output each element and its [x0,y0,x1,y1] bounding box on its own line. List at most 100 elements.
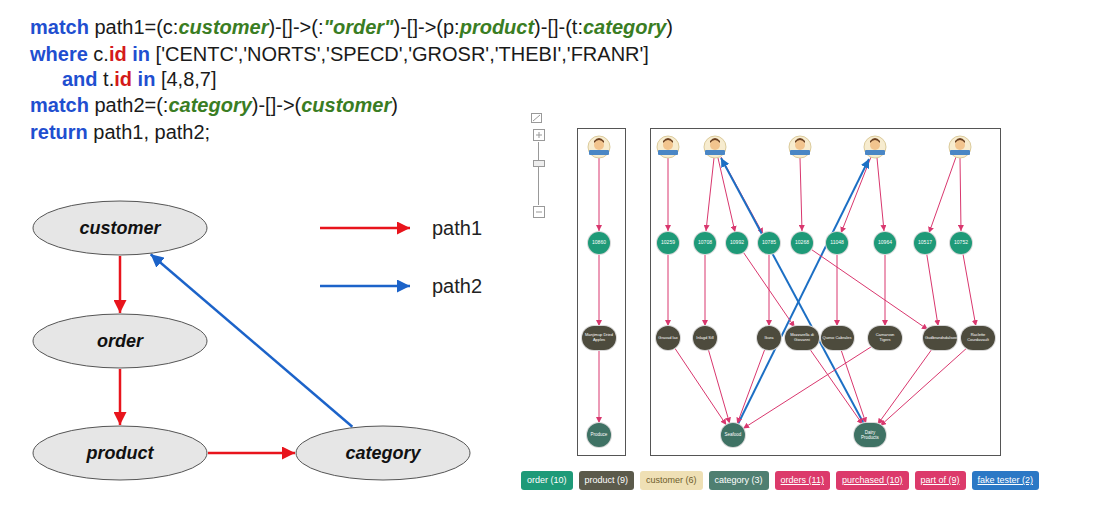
legend-label: category (3) [715,475,763,485]
node-texts: Seafood [725,432,742,437]
order-node: 10752 [950,232,972,254]
code-token: match [30,16,89,38]
node-label: 10785 [762,240,776,246]
relationship-arrow [885,254,886,326]
code-token: ) [391,94,398,116]
relationship-arrow [737,349,765,424]
code-token: "order" [323,16,393,38]
node-label: 10752 [954,240,968,246]
category-node: Seafood [721,423,745,447]
node-texts: 10860 [592,240,606,246]
relationship-arrow [769,254,770,326]
legend-swatch: product (9) [579,471,635,490]
relationship-arrow [837,254,838,326]
code-token: ) [666,16,673,38]
query-line: where c.id in ['CENTC','NORTS','SPECD','… [30,42,649,66]
node-label: 10268 [795,240,809,246]
node-texts: 10268 [795,240,809,246]
relationship-arrow [810,349,863,425]
node-label: Produce [591,432,608,437]
node-label: Mozzarella di Giovanni [787,333,817,342]
code-token: category [168,94,251,116]
relationship-arrow [963,254,976,326]
node-texts: Ikura [765,336,774,341]
order-node: 10992 [726,232,748,254]
node-texts: 11048 [830,240,844,246]
code-token: )-[]->(p: [394,16,460,38]
order-node: 10785 [758,232,780,254]
legend-label: part of (9) [921,475,960,485]
product-node: Carnarvon Tigers [868,326,902,350]
legend-label: path1 [432,214,482,242]
order-node: 10860 [588,232,610,254]
code-token: path2=(: [89,94,169,116]
node-texts: Carnarvon Tigers [870,333,900,342]
relationship-arrow [668,254,669,326]
relationship-arrow [743,346,872,428]
code-token [127,43,133,65]
node-label: Manjimup Dried Apples [584,333,614,342]
code-token: id [114,68,132,90]
node-label: Raclette Courdavault [963,333,993,342]
relationship-arrow [880,347,967,425]
product-node: Raclette Courdavault [961,326,995,350]
category-node: Dairy Products [854,423,886,447]
node-texts: Mozzarella di Giovanni [787,333,817,342]
product-node: Queso Cabrales [821,326,854,350]
fake-tester-link [721,158,869,424]
node-label: 11048 [830,240,844,246]
node-texts: 10517 [918,240,932,246]
code-token: category [583,16,666,38]
code-token: customer [301,94,391,116]
customer-link [599,157,961,234]
node-texts: 10964 [878,240,892,246]
node-label: Inlagd Sill [696,336,713,341]
node-label: category [345,443,420,464]
node-texts: Produce [591,432,608,437]
code-token: ['CENTC','NORTS','SPECD','GROSR','THEBI'… [150,43,649,65]
code-token: customer [178,16,268,38]
node-label: product [87,443,154,464]
legend-label: path2 [432,272,482,300]
code-token [132,68,138,90]
entity-ellipse: order [32,313,208,369]
relationship-arrow [927,254,938,326]
relationship-arrow [841,350,866,424]
order-node: 11048 [826,232,848,254]
code-token: path1=(c: [89,16,179,38]
order-node: 10708 [694,232,716,254]
product-node: Mozzarella di Giovanni [785,326,819,350]
query-line: match path1=(c:customer)-[]->(:"order")-… [30,15,673,39]
node-texts: Queso Cabrales [823,336,852,341]
product-node: Gravad lax [656,326,680,350]
legend-label: purchased (10) [842,475,903,485]
query-line: match path2=(:category)-[]->(customer) [30,93,398,117]
node-label: Gravad lax [658,336,677,341]
node-texts: product [87,443,154,464]
order-node: 10259 [657,232,679,254]
customer-icon [588,136,971,158]
legend-line [320,227,410,230]
order-node: 10268 [791,232,813,254]
node-texts: 10992 [730,240,744,246]
path1-arrow [208,452,295,455]
legend-label: customer (6) [646,475,697,485]
node-texts: 10785 [762,240,776,246]
node-label: customer [79,218,160,239]
relationship-arrow [743,252,794,327]
node-texts: 10752 [954,240,968,246]
product-node: Ikura [757,326,781,350]
code-token: and [62,68,98,90]
node-label: Dairy Products [856,430,884,440]
legend-swatch: fake tester (2) [972,471,1040,490]
node-label: 10517 [918,240,932,246]
legend-label: product (9) [585,475,629,485]
node-label: 10992 [730,240,744,246]
order-node: 10964 [874,232,896,254]
code-token: in [138,68,156,90]
node-label: 10964 [878,240,892,246]
query-line: and t.id in [4,8,7] [62,67,217,91]
node-label: Queso Cabrales [823,336,852,341]
code-token: )-[]->( [252,94,301,116]
